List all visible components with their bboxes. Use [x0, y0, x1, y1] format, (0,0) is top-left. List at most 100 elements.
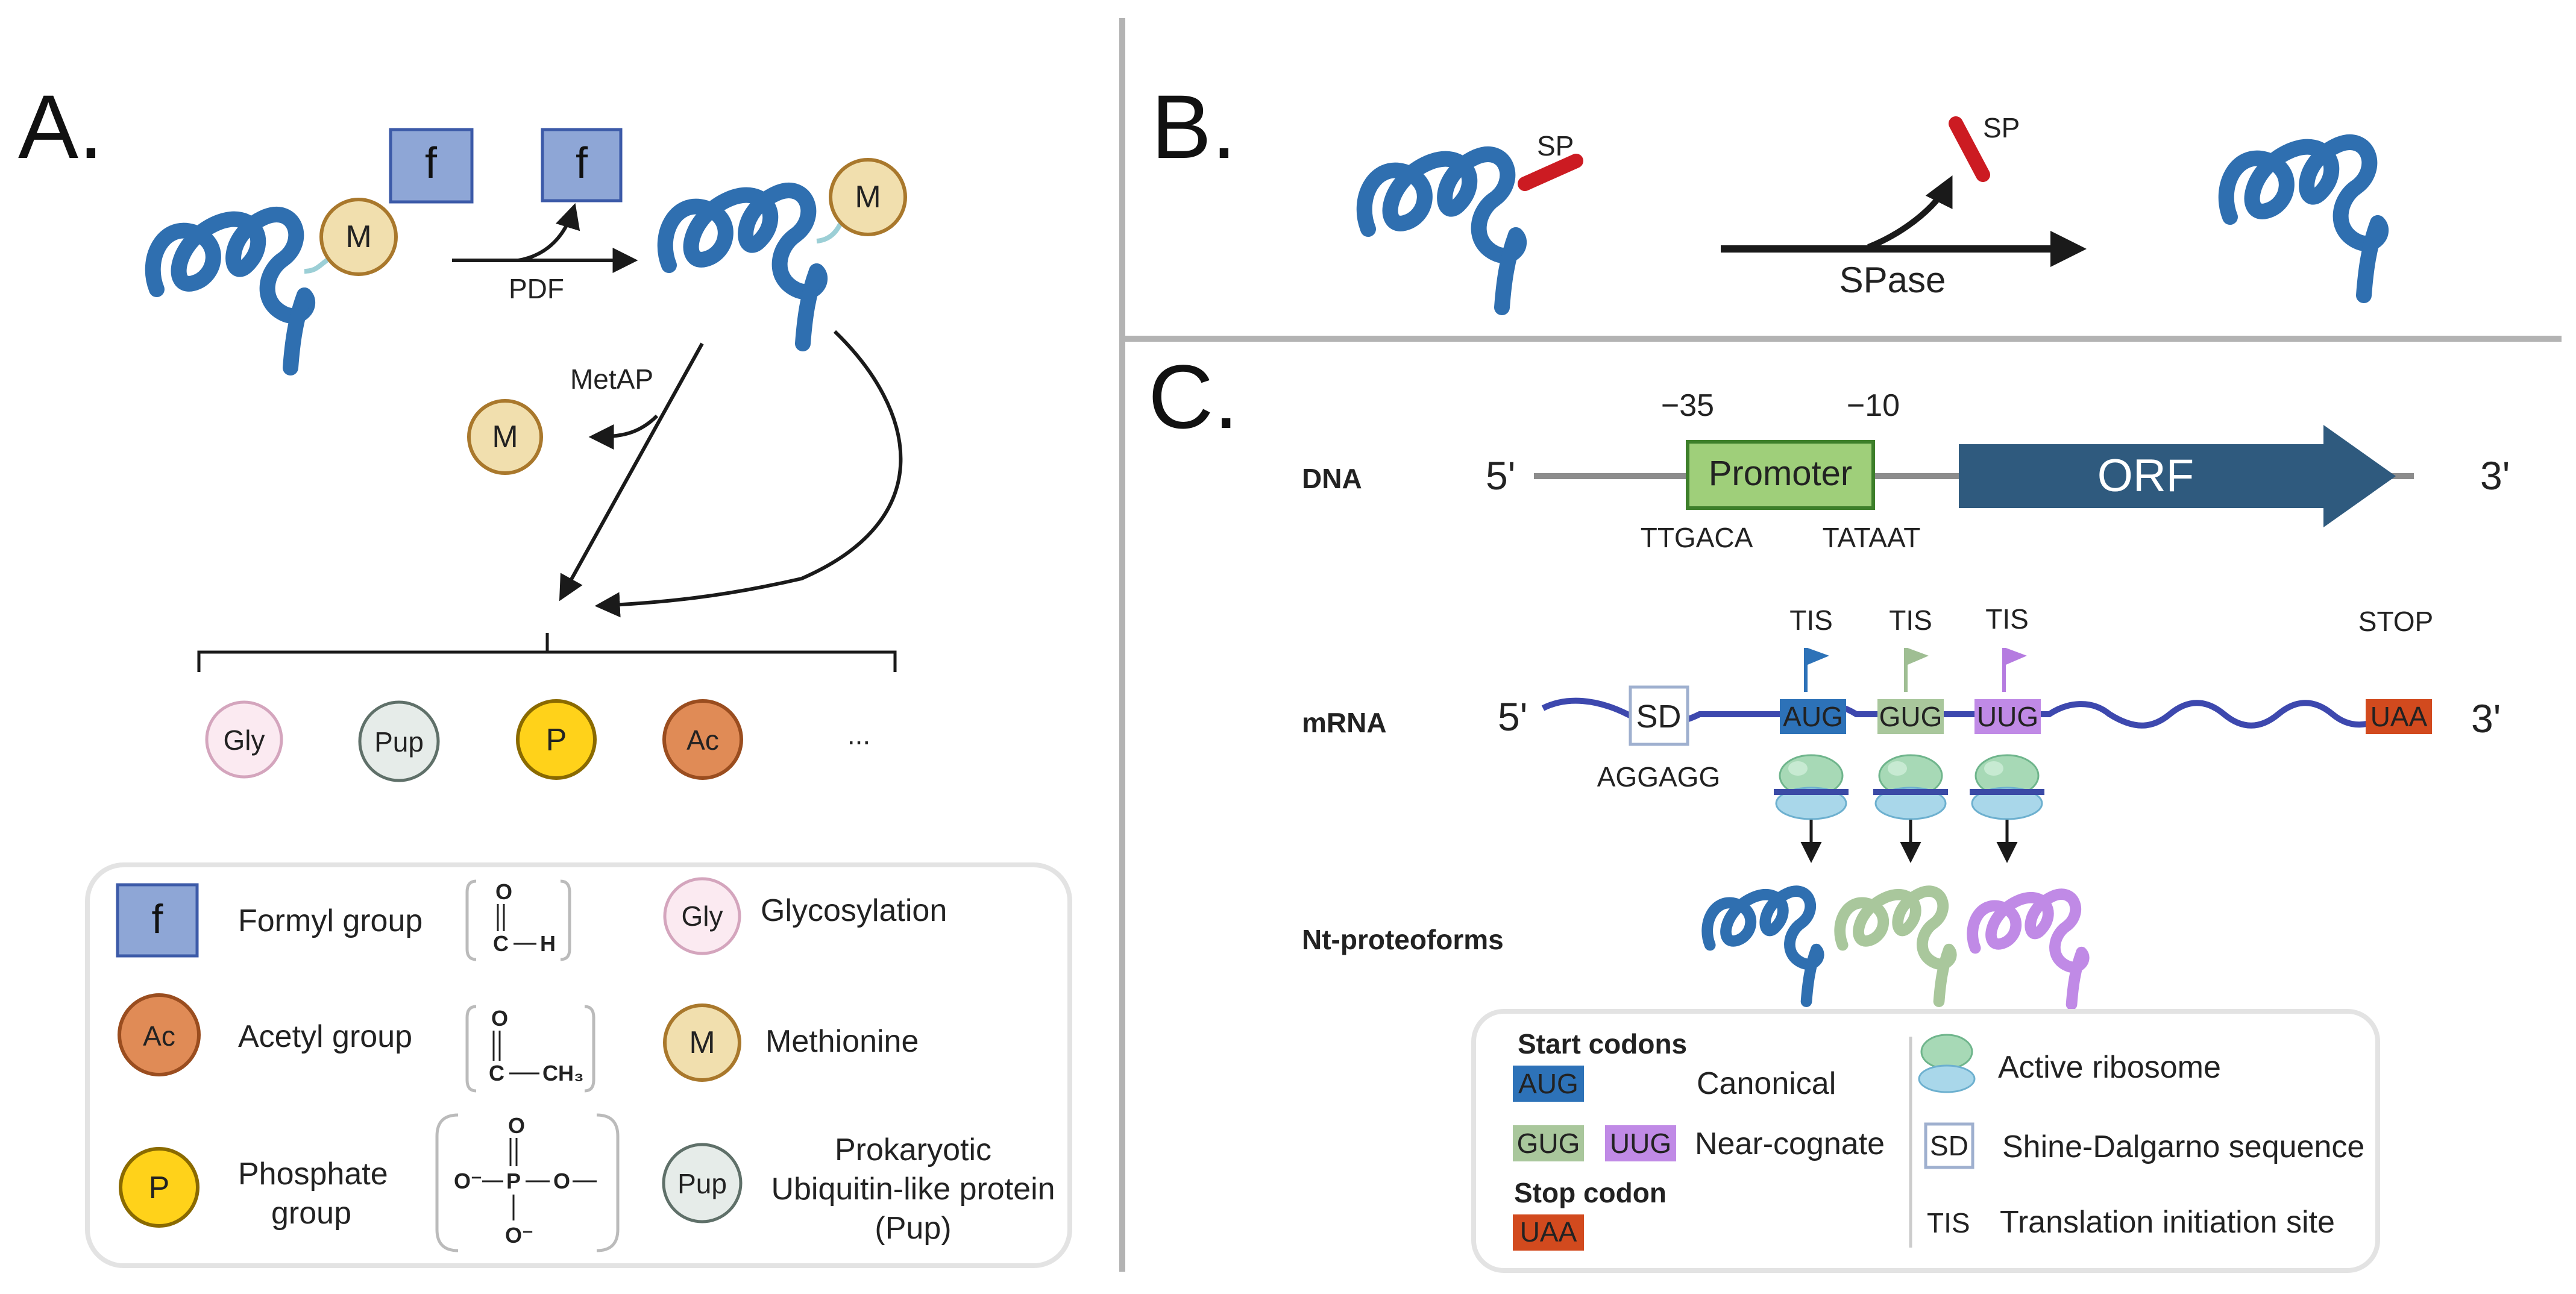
legend-uug-box	[1605, 1125, 1676, 1161]
proteoform-canonical	[1707, 891, 1819, 1002]
codon-uug: UUG	[1977, 701, 2038, 732]
panel-c: C. DNA 5' 3' −35 −10 Promoter TTGACA TAT…	[1148, 346, 2510, 1273]
mod-more: ...	[847, 719, 870, 750]
mrna-row-label: mRNA	[1302, 707, 1387, 738]
legend-aug-box	[1513, 1066, 1584, 1102]
pdf-label: PDF	[509, 273, 564, 304]
legend-uug: UUG	[1610, 1128, 1671, 1159]
promoter-label: Promoter	[1709, 454, 1853, 493]
legend-a-box	[85, 862, 1072, 1268]
tis-label-3: TIS	[1985, 603, 2029, 635]
tis-flag-3	[2002, 648, 2027, 692]
box10-label: TATAAT	[1823, 522, 1921, 553]
formyl-box-1	[389, 128, 474, 204]
panel-c-letter: C.	[1148, 346, 1239, 447]
codon-aug: AUG	[1783, 701, 1843, 732]
protein-deformylated	[665, 190, 820, 344]
minus10-label: −10	[1847, 388, 1900, 423]
legend-met-label: Methionine	[765, 1024, 919, 1059]
met-symbol-released: M	[492, 419, 518, 454]
proteoform-gug	[1840, 891, 1952, 1002]
acetyl-circle	[662, 699, 743, 780]
gly-circle	[205, 700, 283, 779]
mod-gly: Gly	[224, 724, 265, 756]
orf-label: ORF	[2097, 450, 2194, 501]
codon-aug-box	[1780, 699, 1846, 734]
mrna-three-prime: 3'	[2471, 696, 2501, 741]
dna-three-prime: 3'	[2480, 453, 2510, 498]
met-circle-released	[467, 399, 543, 475]
legend-sd-box	[1924, 1122, 1974, 1169]
minus35-label: −35	[1661, 388, 1714, 423]
tis-label-2: TIS	[1889, 605, 1932, 636]
met-removal-arrow	[588, 414, 659, 450]
stop-label: STOP	[2358, 606, 2433, 637]
mrna-five-prime: 5'	[1498, 694, 1527, 739]
legend-gug: GUG	[1517, 1128, 1580, 1159]
panel-a-letter: A.	[18, 76, 104, 177]
legend-aug: AUG	[1518, 1068, 1579, 1099]
legend-formyl-label: Formyl group	[238, 903, 423, 938]
sd-sequence: AGGAGG	[1597, 761, 1720, 793]
ribosome-3	[1968, 754, 2046, 820]
sp-release-arrow	[1867, 175, 1953, 250]
legend-stop-codon: Stop codon	[1514, 1177, 1667, 1208]
legend-acetyl-label: Acetyl group	[238, 1019, 412, 1054]
legend-pup-label-1: Prokaryotic	[835, 1132, 991, 1167]
legend-pup-circle	[662, 1143, 743, 1223]
met-circle-1	[319, 198, 398, 276]
codon-uaa: UAA	[2370, 701, 2428, 732]
formyl-box-2	[541, 128, 623, 203]
legend-acetyl-symbol: Ac	[143, 1020, 175, 1052]
dna-row-label: DNA	[1302, 463, 1362, 494]
legend-uaa: UAA	[1520, 1216, 1577, 1248]
cleaved-signal-peptide	[1949, 116, 1990, 182]
phosphate-o-top: O	[508, 1113, 525, 1138]
promoter-box	[1686, 440, 1875, 510]
met-circle-2	[829, 158, 907, 236]
legend-formyl-symbol: f	[152, 896, 163, 942]
legend-phosphate-label-2: group	[271, 1196, 351, 1231]
orf-arrow	[1959, 425, 2396, 527]
legend-gly-symbol: Gly	[682, 900, 723, 932]
codon-uug-box	[1974, 699, 2041, 734]
phosphate-o-right: O	[553, 1169, 570, 1193]
acetyl-ch3: CH₃	[542, 1061, 584, 1085]
ribosome-2	[1872, 754, 1949, 820]
metap-arrow	[559, 342, 704, 601]
legend-canonical: Canonical	[1697, 1066, 1836, 1101]
panel-a: A. M f PDF f M MetAP M Gly Pup	[18, 76, 1072, 1268]
legend-pup-label-3: (Pup)	[875, 1211, 951, 1246]
legend-pup-symbol: Pup	[677, 1168, 727, 1199]
legend-ribosome-icon	[1918, 1034, 1976, 1093]
legend-met-circle	[663, 1003, 741, 1082]
box35-label: TTGACA	[1641, 522, 1753, 553]
formyl-o: O	[495, 879, 512, 904]
phosphate-p: P	[506, 1169, 521, 1193]
formyl-symbol-1: f	[425, 139, 438, 187]
mod-pup: Pup	[374, 726, 424, 758]
legend-met-symbol: M	[689, 1025, 715, 1060]
legend-phosphate-label-1: Phosphate	[238, 1157, 388, 1192]
tis-flag-2	[1904, 648, 1929, 692]
legend-gug-box	[1513, 1125, 1584, 1161]
phosphate-o-bottom: O⁻	[505, 1223, 533, 1248]
legend-acetyl-circle	[118, 993, 201, 1076]
mature-protein	[2226, 142, 2381, 295]
legend-near-cognate: Near-cognate	[1695, 1126, 1885, 1161]
sd-label: SD	[1636, 699, 1681, 735]
tis-flag-1	[1804, 648, 1829, 692]
met-symbol-1: M	[345, 219, 371, 254]
sd-box	[1629, 685, 1689, 746]
legend-pup-label-2: Ubiquitin-like protein	[771, 1172, 1055, 1207]
formyl-structure: O C H	[465, 879, 571, 961]
formyl-h: H	[540, 931, 556, 956]
linker-1	[304, 257, 330, 274]
mod-ac: Ac	[686, 724, 719, 756]
panel-b: B. SP SPase SP	[1151, 76, 2381, 307]
legend-tis: TIS	[1927, 1207, 1970, 1239]
pup-circle	[358, 700, 440, 782]
codon-uaa-box	[2366, 699, 2432, 734]
codon-gug: GUG	[1879, 701, 1943, 732]
